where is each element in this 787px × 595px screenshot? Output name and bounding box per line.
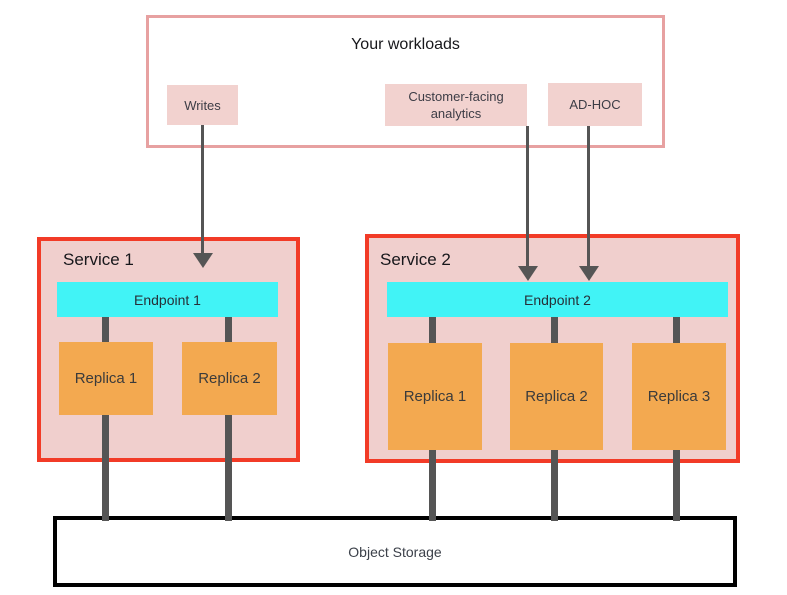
service-2-replica-3-box: Replica 3 [632, 343, 726, 450]
workload-adhoc-box: AD-HOC [548, 83, 642, 126]
service-1-replica-1-box: Replica 1 [59, 342, 153, 415]
replica-label: Replica 3 [647, 388, 711, 405]
replica-label: Replica 1 [403, 388, 467, 405]
workload-writes-box: Writes [167, 85, 238, 125]
workloads-title: Your workloads [351, 36, 460, 53]
workload-writes-label: Writes [184, 97, 221, 113]
endpoint-2-bar: Endpoint 2 [387, 282, 728, 317]
connector-line [102, 415, 109, 521]
arrow-head-icon [579, 266, 599, 281]
endpoint-1-label: Endpoint 1 [134, 291, 201, 308]
arrow-head-icon [193, 253, 213, 268]
connector-line [225, 317, 232, 342]
service-1-title: Service 1 [63, 250, 134, 269]
workloads-box: Your workloads Writes Customer-facing an… [146, 15, 665, 148]
connector-line [673, 317, 680, 343]
service-2-replica-2-box: Replica 2 [510, 343, 603, 450]
endpoint-1-bar: Endpoint 1 [57, 282, 278, 317]
arrow-line [587, 126, 590, 267]
replica-label: Replica 2 [198, 370, 261, 387]
connector-line [102, 317, 109, 342]
service-1-replica-2-box: Replica 2 [182, 342, 277, 415]
connector-line [551, 317, 558, 343]
connector-line [225, 415, 232, 521]
service-2-title: Service 2 [380, 250, 451, 269]
object-storage-label: Object Storage [348, 543, 442, 560]
connector-line [551, 450, 558, 521]
arrow-line [201, 125, 204, 254]
connector-line [673, 450, 680, 521]
replica-label: Replica 2 [525, 388, 588, 405]
replica-label: Replica 1 [74, 370, 138, 387]
arrow-line [526, 126, 529, 267]
object-storage-box: Object Storage [53, 516, 737, 587]
workload-analytics-box: Customer-facing analytics [385, 84, 527, 126]
endpoint-2-label: Endpoint 2 [524, 291, 591, 308]
service-1-box: Service 1 Endpoint 1 Replica 1 Replica 2 [37, 237, 300, 462]
workload-analytics-label: Customer-facing analytics [408, 89, 504, 121]
arrow-head-icon [518, 266, 538, 281]
service-2-box: Service 2 Endpoint 2 Replica 1 Replica 2… [365, 234, 740, 463]
workload-adhoc-label: AD-HOC [569, 97, 621, 112]
connector-line [429, 317, 436, 343]
connector-line [429, 450, 436, 521]
service-2-replica-1-box: Replica 1 [388, 343, 482, 450]
